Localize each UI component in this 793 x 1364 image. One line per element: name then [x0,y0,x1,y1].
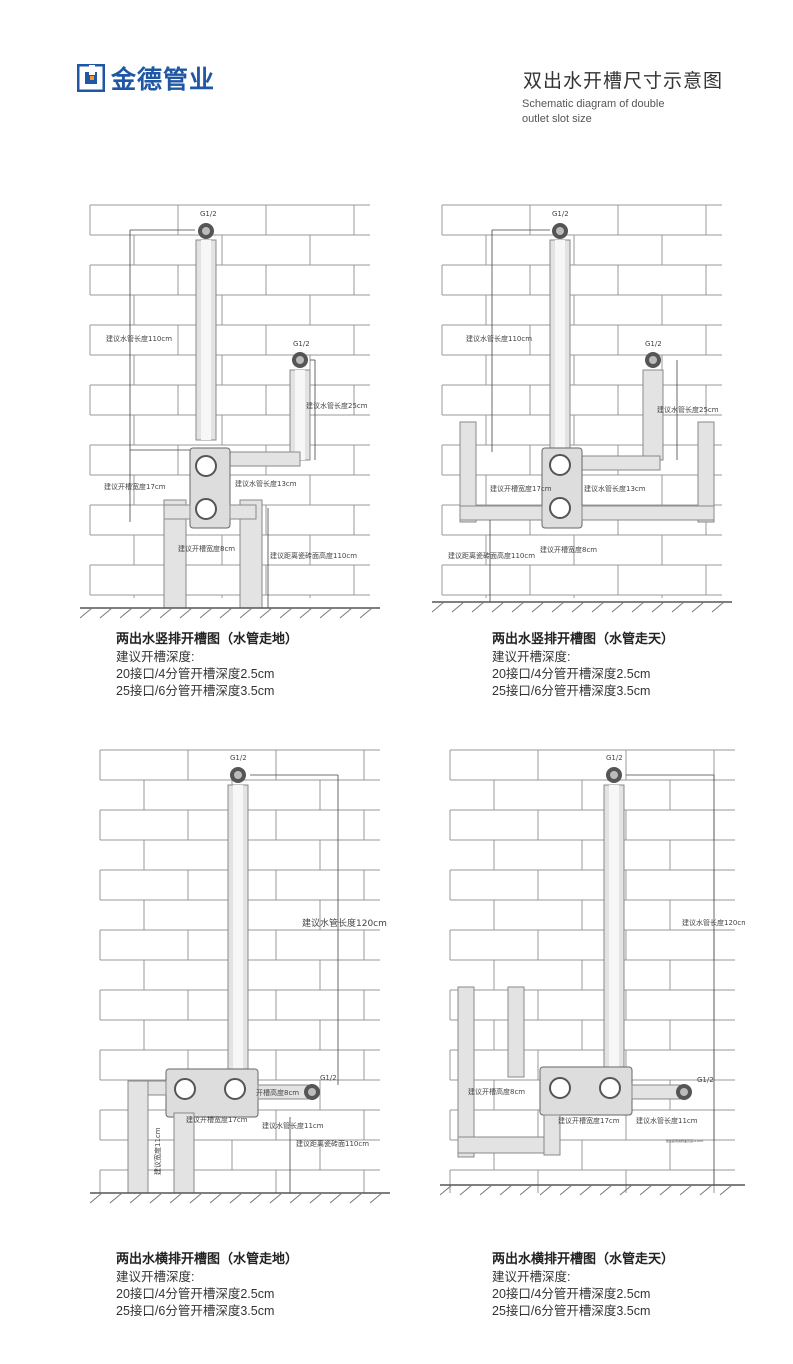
label-pipe-long: 建议水管长度120cm [302,917,387,929]
caption-line: 建议开槽深度: [116,1270,195,1284]
subtitle-line-2: outlet slot size [522,113,592,125]
label-tile-h: 建议距离瓷砖面高度110cm [270,551,357,560]
caption-title: 两出水横排开槽图（水管走天） [492,1251,675,1266]
label-tile-h: 建议距离瓷砖面高度110cm [448,551,535,560]
label-slot-w17: 建议开槽宽度17cm [186,1115,248,1124]
label-pipe-13: 建议水管长度13cm [584,484,646,493]
label-tile-h: 建议距离瓷砖面110cm [296,1139,369,1148]
label-tile-h: 建议距离瓷砖面高度110cm [666,1138,703,1143]
caption-line: 建议开槽深度: [116,650,195,664]
label-g2: G1/2 [697,1076,714,1084]
wall-diagram-1: G1/2 G1/2 建议水管长度110cm 建议水管长度25cm 建议开槽宽度1… [80,204,380,619]
caption-4: 两出水横排开槽图（水管走天） 建议开槽深度: 20接口/4分管开槽深度2.5cm… [492,1250,674,1320]
page-title: 双出水开槽尺寸示意图 [523,71,724,92]
label-pipe-long: 建议水管长度110cm [466,334,532,343]
label-slot-w17: 建议开槽宽度17cm [490,484,552,493]
caption-line: 建议开槽深度: [492,650,571,664]
label-slot-w8: 建议开槽宽度8cm [178,544,235,553]
logo-mark-icon [77,64,105,92]
caption-title: 两出水竖排开槽图（水管走地） [116,631,299,646]
caption-title: 两出水横排开槽图（水管走地） [116,1251,299,1266]
label-pipe-long: 建议水管长度120cm [682,918,745,927]
brick-wall [449,749,735,1193]
wall-diagram-4: G1/2 G1/2 建议水管长度120cm 建议开槽高度8cm 建议开槽宽度17… [440,749,745,1196]
label-pipe-13: 建议水管长度13cm [235,479,297,488]
brand-name: 金德管业 [111,65,216,94]
caption-line: 20接口/4分管开槽深度2.5cm [492,1287,651,1301]
label-slot-w8: 建议开槽宽度8cm [540,545,597,554]
page-subtitle: Schematic diagram of double outlet slot … [522,97,692,127]
label-g2: G1/2 [293,340,310,348]
label-g1: G1/2 [230,754,247,762]
label-width-11: 建议宽度11cm [153,1127,162,1175]
label-g2: G1/2 [645,340,662,348]
caption-1: 两出水竖排开槽图（水管走地） 建议开槽深度: 20接口/4分管开槽深度2.5cm… [116,630,298,700]
label-pipe-short: 建议水管长度25cm [306,401,368,410]
brick-wall [441,204,722,598]
subtitle-line-1: Schematic diagram of double [522,98,665,110]
pipe-system [459,223,715,529]
caption-line: 20接口/4分管开槽深度2.5cm [492,667,651,681]
caption-line: 25接口/6分管开槽深度3.5cm [492,1304,651,1318]
label-slot-h: 建议开槽高度8cm [468,1087,525,1096]
label-pipe-11: 建议水管长度11cm [262,1121,324,1130]
pipe-system [127,767,320,1194]
caption-line: 25接口/6分管开槽深度3.5cm [116,684,275,698]
caption-3: 两出水横排开槽图（水管走地） 建议开槽深度: 20接口/4分管开槽深度2.5cm… [116,1250,298,1320]
caption-line: 25接口/6分管开槽深度3.5cm [116,1304,275,1318]
wall-diagram-3: G1/2 G1/2 建议水管长度120cm 开槽高度8cm 建议开槽宽度17cm… [90,749,390,1204]
label-pipe-long: 建议水管长度110cm [106,334,172,343]
diagram-vertical-ceiling: G1/2 G1/2 建议水管长度110cm 建议水管长度25cm 建议开槽宽度1… [432,200,732,620]
label-g1: G1/2 [200,210,217,218]
label-pipe-11: 建议水管长度11cm [636,1116,698,1125]
diagram-horizontal-floor: G1/2 G1/2 建议水管长度120cm 开槽高度8cm 建议开槽宽度17cm… [90,745,390,1215]
label-slot-w17: 建议开槽宽度17cm [558,1116,620,1125]
caption-line: 20接口/4分管开槽深度2.5cm [116,667,275,681]
pipe-system [163,223,311,609]
caption-line: 20接口/4分管开槽深度2.5cm [116,1287,275,1301]
pipe-system [457,767,692,1158]
label-g2: G1/2 [320,1074,337,1082]
label-pipe-short: 建议水管长度25cm [657,405,719,414]
diagram-vertical-floor: G1/2 G1/2 建议水管长度110cm 建议水管长度25cm 建议开槽宽度1… [80,200,380,620]
diagram-horizontal-ceiling: G1/2 G1/2 建议水管长度120cm 建议开槽高度8cm 建议开槽宽度17… [440,745,745,1215]
wall-diagram-2: G1/2 G1/2 建议水管长度110cm 建议水管长度25cm 建议开槽宽度1… [432,204,732,613]
caption-title: 两出水竖排开槽图（水管走天） [492,631,675,646]
label-slot-h: 开槽高度8cm [256,1088,299,1097]
brand-logo: 金德管业 [77,60,215,96]
label-g1: G1/2 [552,210,569,218]
label-g1: G1/2 [606,754,623,762]
caption-2: 两出水竖排开槽图（水管走天） 建议开槽深度: 20接口/4分管开槽深度2.5cm… [492,630,674,700]
caption-line: 25接口/6分管开槽深度3.5cm [492,684,651,698]
caption-line: 建议开槽深度: [492,1270,571,1284]
label-slot-w17: 建议开槽宽度17cm [104,482,166,491]
